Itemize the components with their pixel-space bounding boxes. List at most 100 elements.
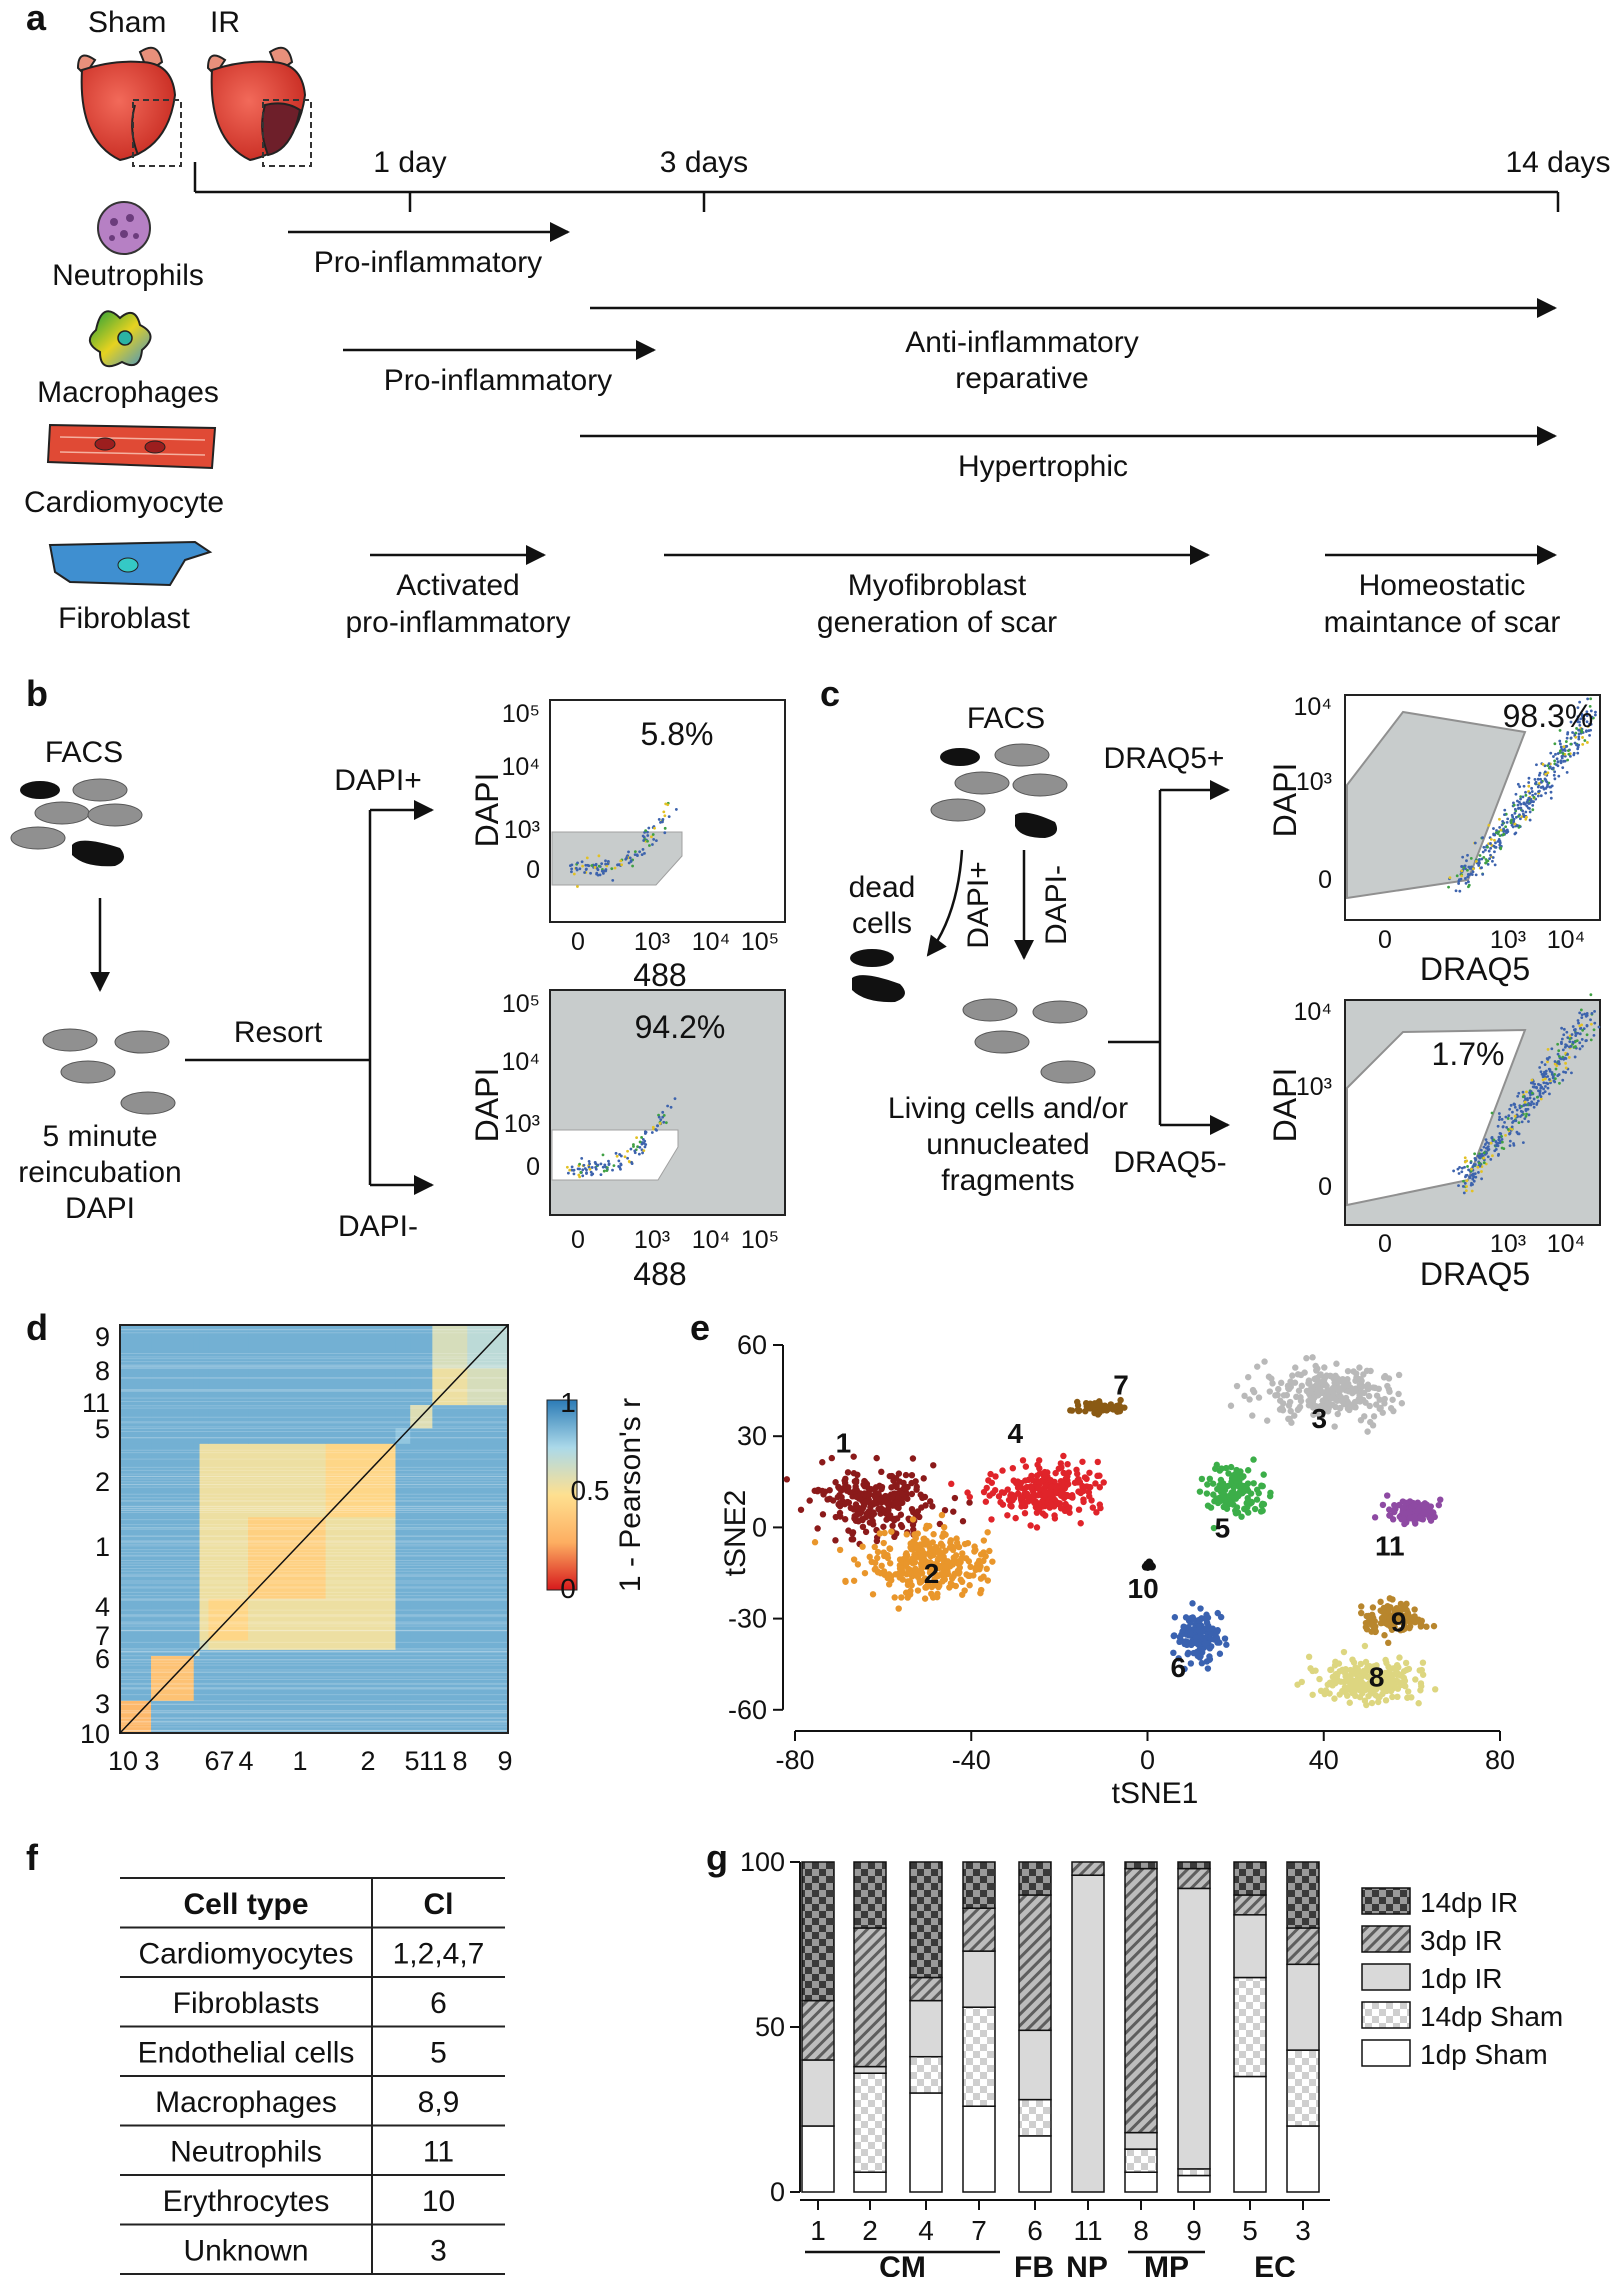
facs-event [1585, 1033, 1589, 1037]
heatmap-cell [151, 1516, 195, 1599]
facs-event [1574, 1045, 1577, 1048]
tsne-point [895, 1605, 902, 1612]
tsne-point [963, 1571, 970, 1578]
facs-event [1480, 857, 1484, 861]
facs-event [1564, 1061, 1567, 1065]
facs-event [1527, 784, 1531, 788]
facs-event [1535, 1101, 1539, 1105]
tsne-point [1244, 1494, 1251, 1502]
tsne-point [926, 1544, 934, 1552]
d-heatmap [120, 1324, 509, 1734]
facs-event [1466, 853, 1469, 857]
legend-swatch [1361, 1887, 1411, 1915]
tsne-point [1309, 1385, 1316, 1392]
legend-swatch [1361, 2001, 1411, 2029]
facs-event [1496, 1144, 1500, 1148]
tsne-point [1303, 1355, 1310, 1362]
tsne-point [1289, 1372, 1296, 1379]
tsne-point [1181, 1665, 1188, 1673]
tsne-point [1278, 1405, 1285, 1412]
facs-event [1473, 841, 1477, 845]
facs-event [1543, 1090, 1547, 1094]
tsne-point [1345, 1683, 1352, 1691]
tsne-point [869, 1591, 877, 1598]
facs-event [1589, 1038, 1593, 1042]
facs-event [1521, 795, 1525, 799]
panel-a: a Sham IR 1 day 3 days 14 days [24, 0, 1611, 639]
tsne-point [918, 1504, 925, 1511]
facs-event [1517, 1121, 1521, 1125]
tsne-point [1334, 1410, 1341, 1418]
facs-event [1516, 799, 1519, 803]
tsne-point [1336, 1405, 1344, 1412]
facs-event [1514, 831, 1518, 835]
tsne-point [1230, 1501, 1237, 1508]
facs-event [1517, 1091, 1521, 1095]
tsne-point [1385, 1639, 1392, 1647]
facs-event [642, 839, 646, 842]
tsne-point [1400, 1504, 1407, 1511]
table-cell: Cardiomyocytes [138, 1938, 353, 1971]
tsne-point [1345, 1388, 1352, 1395]
facs-event [1519, 806, 1523, 810]
facs-event [1566, 1036, 1570, 1040]
facs-event [1529, 800, 1533, 804]
tsne-point [1356, 1364, 1363, 1371]
tsne-point [1331, 1695, 1338, 1702]
tsne-point [930, 1531, 937, 1538]
facs-event [1467, 880, 1470, 884]
tsne-point [1238, 1513, 1245, 1520]
tsne-point [783, 1476, 791, 1483]
facs-event [654, 839, 658, 843]
facs-event [1567, 1056, 1571, 1059]
tsne-point [903, 1531, 910, 1538]
g-category-label: 1 [810, 2215, 826, 2246]
d-colorbar-tick: 0.5 [571, 1475, 610, 1506]
facs-event [599, 1162, 603, 1166]
tsne-point [923, 1522, 930, 1529]
facs-event [578, 1162, 582, 1166]
tsne-point [1234, 1509, 1242, 1516]
tsne-point [1012, 1514, 1019, 1522]
facs-event [1585, 720, 1589, 724]
tsne-point [836, 1546, 844, 1554]
tsne-point [1097, 1504, 1104, 1512]
tsne-point [1345, 1400, 1353, 1407]
heatmap-cell [325, 1639, 396, 1650]
tsne-point [1071, 1479, 1079, 1486]
stacked-bar-segment [801, 2059, 835, 2127]
facs-event [641, 847, 645, 851]
facs-event [568, 1168, 572, 1172]
stacked-bar-segment [1018, 2098, 1052, 2137]
heatmap-cell [208, 1655, 249, 1701]
stacked-bar-segment [853, 1861, 887, 1929]
b-plot-top: 5.8% DAPI 10⁵ 10⁴ 10³ 0 0 10³ 10⁴ 10⁵ 48… [469, 699, 786, 993]
facs-event [1496, 1124, 1500, 1128]
facs-event [1557, 1054, 1561, 1058]
tsne-point [991, 1486, 999, 1494]
tsne-point [1386, 1388, 1393, 1395]
tsne-point [1064, 1460, 1071, 1468]
facs-event [1553, 759, 1557, 763]
facs-event [583, 871, 586, 874]
facs-event [650, 835, 653, 839]
e-ytick: -60 [728, 1695, 767, 1725]
heatmap-cell [193, 1639, 201, 1650]
facs-event [1534, 792, 1537, 796]
facs-event [620, 863, 624, 867]
facs-event [1506, 1127, 1510, 1131]
tsne-point [898, 1490, 905, 1497]
tsne-point [1283, 1391, 1291, 1399]
tsne-point [1101, 1402, 1109, 1409]
tsne-point [1357, 1609, 1365, 1617]
facs-event [574, 866, 578, 870]
facs-event [1519, 797, 1522, 801]
tsne-point [1437, 1496, 1444, 1503]
facs-event [1472, 1174, 1476, 1178]
facs-event [1497, 1138, 1501, 1142]
facs-event [1553, 770, 1557, 774]
facs-event [1482, 855, 1486, 859]
facs-event [568, 864, 572, 868]
tsne-point [897, 1511, 905, 1518]
